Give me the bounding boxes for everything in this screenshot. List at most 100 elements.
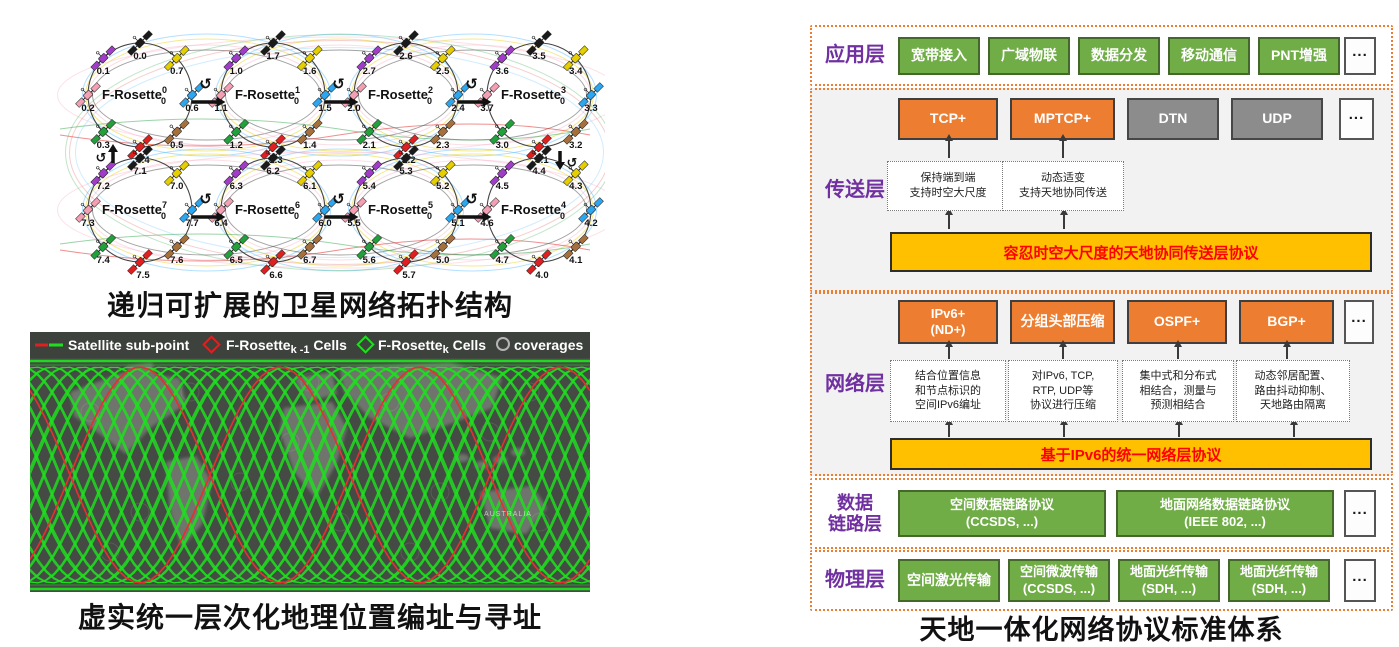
satellite-label: 6.2 [266,166,279,177]
satellite-label: 7.7 [185,218,198,229]
satellite-icon [312,82,338,108]
satellite-icon [223,233,250,260]
layer-section-datalink: 数据链路层空间数据链路协议(CCSDS, ...)地面网络数据链路协议(IEEE… [810,478,1393,549]
map-label-australia: AUSTRALIA [484,511,532,518]
satellite-icon [90,233,117,260]
satellite-icon [474,82,500,108]
satellite-icon [562,233,589,260]
rotation-arrow: ↺ [191,76,226,107]
map-body: AUSTRALIA [30,359,590,591]
satellite-icon [296,233,323,260]
satellite-label: 7.6 [170,255,183,266]
protocol-box: MPTCP+ [1010,98,1115,140]
satellite-icon [356,233,383,260]
protocol-box: 数据分发 [1078,37,1160,75]
svg-text:↺: ↺ [567,155,578,170]
satellite-label: 0.4 [136,155,150,166]
satellite-icon [356,160,383,187]
svg-text:↺: ↺ [199,191,212,208]
protocol-box: IPv6+(ND+) [898,300,998,344]
satellite-icon [127,249,153,275]
satellite-label: 7.1 [133,166,147,177]
svg-text:↺: ↺ [465,76,478,93]
satellite-icon [526,30,552,56]
satellite-icon [127,145,153,171]
protocol-box: DTN [1127,98,1219,140]
protocol-box: 空间数据链路协议(CCSDS, ...) [898,490,1106,537]
satellite-label: 2.5 [436,66,450,77]
satellite-icon [562,160,589,187]
satellite-label: 0.6 [185,103,198,114]
arrow-up-icon [945,134,953,158]
satellite-label: 6.0 [318,218,331,229]
layer-label-network: 网络层 [825,372,885,395]
arrow-up-icon [1060,208,1068,229]
satellite-label: 2.0 [347,103,360,114]
satellite-icon [356,45,383,72]
protocol-box: TCP+ [898,98,998,140]
satellite-icon [127,134,153,160]
more-box: ... [1344,559,1376,602]
satellite-label: 1.6 [303,66,316,77]
satellite-label: 5.0 [436,255,449,266]
satellite-label: 6.1 [303,181,317,192]
satellite-icon [223,160,250,187]
satellite-icon [163,45,190,72]
satellite-label: 4.7 [496,255,509,266]
more-box: ... [1344,300,1374,344]
more-box: ... [1344,37,1376,75]
bus-bar: 容忍时空大尺度的天地协同传送层协议 [890,232,1372,272]
satellite-label: 5.1 [451,218,465,229]
satellite-label: 2.1 [363,140,377,151]
satellite-icon [429,118,456,145]
satellite-label: 7.5 [136,270,150,281]
satellite-label: 6.5 [230,255,244,266]
satellite-label: 3.2 [569,140,582,151]
satellite-icon [526,134,552,160]
satellite-icon [163,118,190,145]
satellite-label: 7.2 [97,181,110,192]
satellite-label: 7.4 [97,255,111,266]
satellite-label: 1.1 [214,103,228,114]
satellite-icon [90,45,117,72]
note-box: 对IPv6, TCP,RTP, UDP等协议进行压缩 [1008,360,1118,422]
satellite-icon [445,197,471,223]
svg-text:↺: ↺ [96,150,107,165]
satellite-icon [489,45,516,72]
satellite-label: 5.5 [347,218,361,229]
satellite-icon [163,160,190,187]
note-box: 集中式和分布式相结合，测量与预测相结合 [1122,360,1234,422]
satellite-icon [75,82,101,108]
note-box: 动态邻居配置、路由抖动抑制、天地路由隔离 [1236,360,1350,422]
satellite-label: 7.3 [81,218,94,229]
protocol-box: 地面光纤传输(SDH, ...) [1118,559,1220,602]
satellite-icon [260,145,286,171]
more-box: ... [1344,490,1376,537]
satellite-icon [90,118,117,145]
satellite-icon [127,30,153,56]
svg-text:Satellite sub-point: Satellite sub-point [68,337,190,353]
protocol-box: 宽带接入 [898,37,980,75]
arrow-up-icon [1060,418,1068,437]
satellite-label: 1.7 [266,51,279,62]
protocol-box: 空间微波传输(CCSDS, ...) [1008,559,1110,602]
satellite-label: 0.1 [97,66,111,77]
satellite-icon [75,197,101,223]
satellite-icon [578,82,604,108]
satellite-label: 3.5 [532,51,546,62]
satellite-label: 0.3 [97,140,110,151]
svg-text:F-Rosettek Cells: F-Rosettek Cells [378,337,486,356]
satellite-label: 0.0 [133,51,146,62]
satellite-icon [445,82,471,108]
